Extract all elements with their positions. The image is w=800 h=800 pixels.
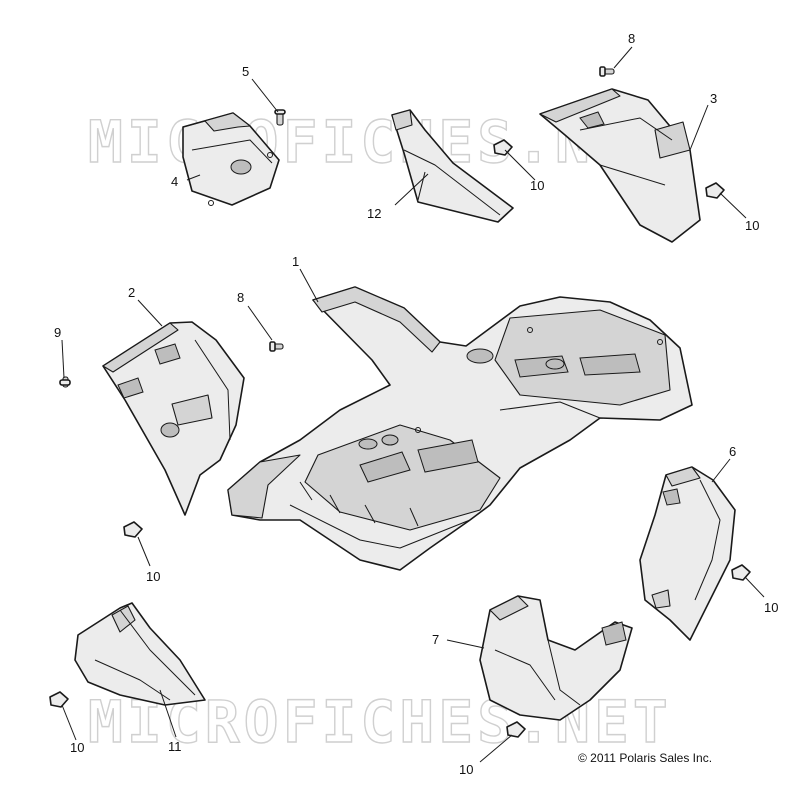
callout-4: 4 — [171, 174, 178, 189]
part-8-screw-top — [599, 66, 615, 77]
leader-lines — [61, 46, 765, 763]
callout-7: 7 — [432, 632, 439, 647]
callout-10-d: 10 — [764, 600, 778, 615]
part-1-body — [227, 286, 693, 571]
part-2-panel — [102, 321, 245, 516]
part-4-cover — [182, 112, 280, 206]
callout-2: 2 — [128, 285, 135, 300]
callout-3: 3 — [710, 91, 717, 106]
callout-10-b: 10 — [745, 218, 759, 233]
part-7-panel — [479, 595, 633, 721]
callout-12: 12 — [367, 206, 381, 221]
part-9-screw — [59, 376, 71, 388]
part-6-panel — [639, 466, 736, 641]
part-11-cover — [74, 602, 206, 706]
part-8-screw-left — [269, 341, 284, 352]
copyright-text: © 2011 Polaris Sales Inc. — [578, 751, 712, 765]
callout-9: 9 — [54, 325, 61, 340]
part-10-fastener-b — [705, 182, 725, 199]
callout-1: 1 — [292, 254, 299, 269]
callout-5: 5 — [242, 64, 249, 79]
part-10-fastener-c — [123, 521, 143, 538]
part-3-panel — [539, 88, 701, 243]
part-5-screw — [274, 109, 286, 126]
part-12-panel — [391, 109, 514, 223]
callout-10-f: 10 — [459, 762, 473, 777]
callout-8-left: 8 — [237, 290, 244, 305]
part-10-fastener-e — [49, 691, 69, 708]
callout-10-a: 10 — [530, 178, 544, 193]
callout-10-c: 10 — [146, 569, 160, 584]
part-10-fastener-a — [493, 139, 513, 156]
part-10-fastener-f — [506, 721, 526, 738]
callout-6: 6 — [729, 444, 736, 459]
callout-10-e: 10 — [70, 740, 84, 755]
callout-11: 11 — [168, 739, 182, 754]
part-10-fastener-d — [731, 564, 751, 581]
callout-8-top: 8 — [628, 31, 635, 46]
